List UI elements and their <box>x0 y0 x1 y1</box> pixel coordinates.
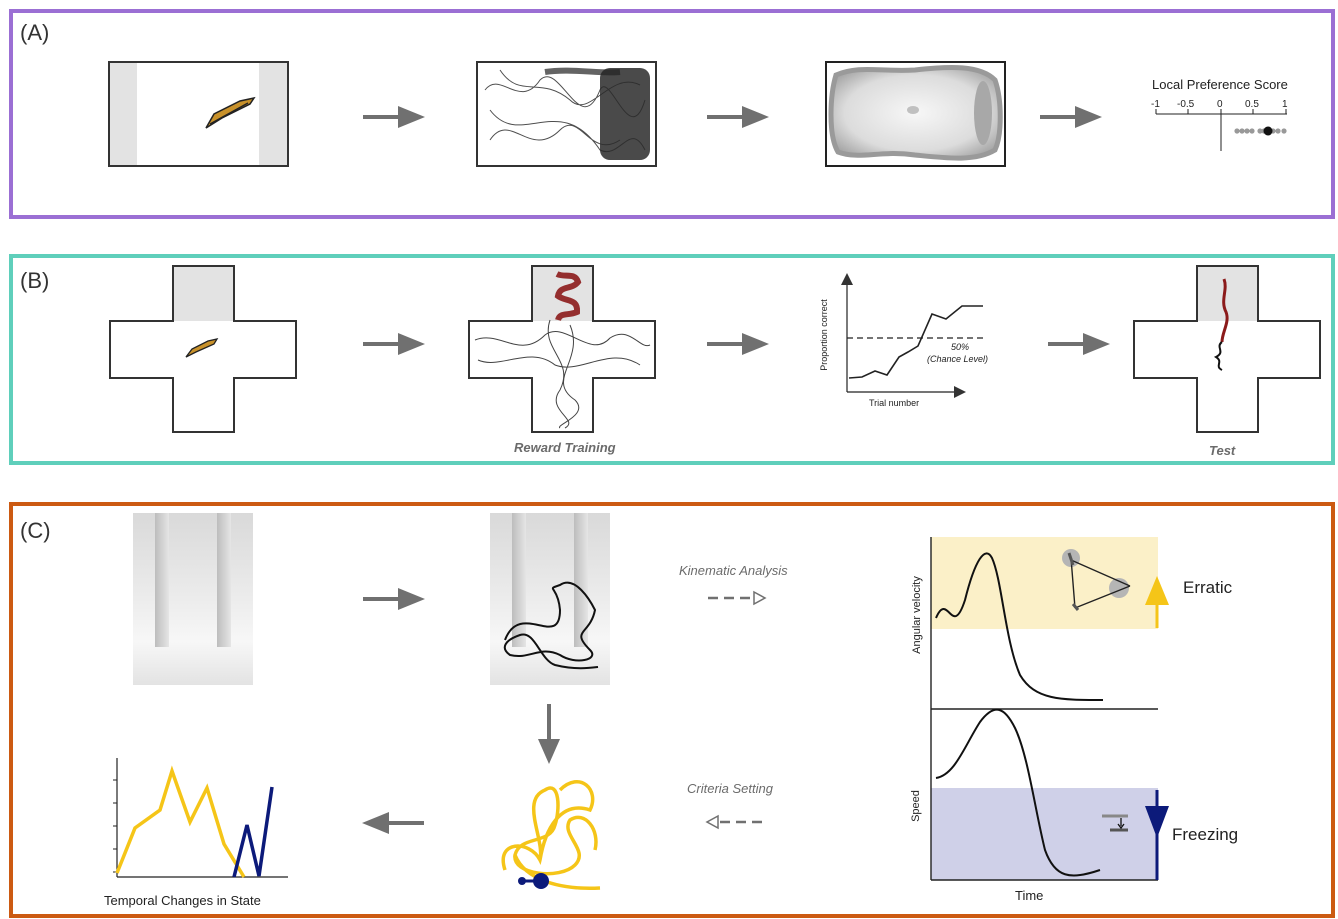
learning-ylabel: Proportion correct <box>819 299 829 371</box>
reward-training-caption: Reward Training <box>514 440 616 455</box>
tick-label: 0.5 <box>1245 99 1259 110</box>
learning-curve-plot <box>841 273 985 398</box>
panel-b <box>9 254 1335 465</box>
chance-pct-label: 50% <box>951 342 970 352</box>
panel-a <box>9 9 1335 219</box>
angular-velocity-curve <box>935 552 1104 701</box>
preference-score-axis <box>1155 109 1287 151</box>
kinematic-plot <box>930 537 1169 881</box>
kinematic-analysis-caption: Kinematic Analysis <box>679 563 788 578</box>
panel-c <box>9 502 1335 918</box>
preference-score-title: Local Preference Score <box>1152 77 1288 92</box>
learning-xlabel: Trial number <box>869 398 920 408</box>
temporal-state-plot <box>113 758 288 878</box>
freezing-trace <box>232 786 274 878</box>
tick-label: 0 <box>1217 99 1223 110</box>
learning-curve-line <box>848 305 983 379</box>
fish-tank-photo <box>133 513 253 685</box>
arrowhead-icon <box>398 588 425 610</box>
time-label: Time <box>1015 888 1044 903</box>
panel-a-label: (A) <box>20 20 50 45</box>
panel-b-label: (B) <box>20 268 50 293</box>
speed-curve <box>935 708 1101 877</box>
erratic-arrow-icon <box>1145 576 1169 605</box>
arrowhead-icon <box>538 739 560 764</box>
criteria-setting-caption: Criteria Setting <box>687 781 773 796</box>
arrowhead-icon <box>742 106 769 128</box>
tick-label: 1 <box>1282 99 1288 110</box>
angular-velocity-label: Angular velocity <box>911 576 923 654</box>
dashed-arrow-right-icon <box>708 590 767 606</box>
arrowhead-icon <box>362 812 389 834</box>
plus-maze-b1 <box>109 265 297 433</box>
temporal-changes-caption: Temporal Changes in State <box>104 893 261 908</box>
arrowhead-icon <box>742 333 769 355</box>
trajectory-tank-a <box>476 61 657 167</box>
erratic-label: Erratic <box>1183 578 1233 597</box>
erratic-trace <box>115 765 246 878</box>
fish-icon <box>205 96 256 129</box>
arrowhead-icon <box>398 333 425 355</box>
turning-fish-icon <box>1062 549 1131 611</box>
heatmap-tank-a <box>825 61 1006 167</box>
dashed-arrow-left-icon <box>705 814 765 830</box>
plus-maze-test <box>1133 265 1321 433</box>
freezing-label: Freezing <box>1172 825 1239 844</box>
test-caption: Test <box>1209 443 1236 458</box>
tick-label: -1 <box>1151 99 1160 110</box>
freezing-band <box>931 788 1158 880</box>
still-fish-icon <box>1102 814 1128 832</box>
fish-tank-photo-tracked <box>490 513 610 685</box>
chance-level-label: (Chance Level) <box>927 354 989 364</box>
arrowhead-icon <box>1075 106 1102 128</box>
fish-icon <box>185 338 219 358</box>
mean-score-marker <box>1263 126 1273 136</box>
tick-label: -0.5 <box>1177 99 1195 110</box>
arrowhead-icon <box>1083 333 1110 355</box>
state-coded-trajectory <box>501 780 601 890</box>
plus-maze-reward-training <box>468 265 656 433</box>
speed-label: Speed <box>910 790 922 822</box>
tank-fish-a <box>108 61 289 167</box>
panel-c-label: (C) <box>20 518 51 543</box>
freezing-arrow-icon <box>1145 806 1169 838</box>
arrowhead-icon <box>398 106 425 128</box>
